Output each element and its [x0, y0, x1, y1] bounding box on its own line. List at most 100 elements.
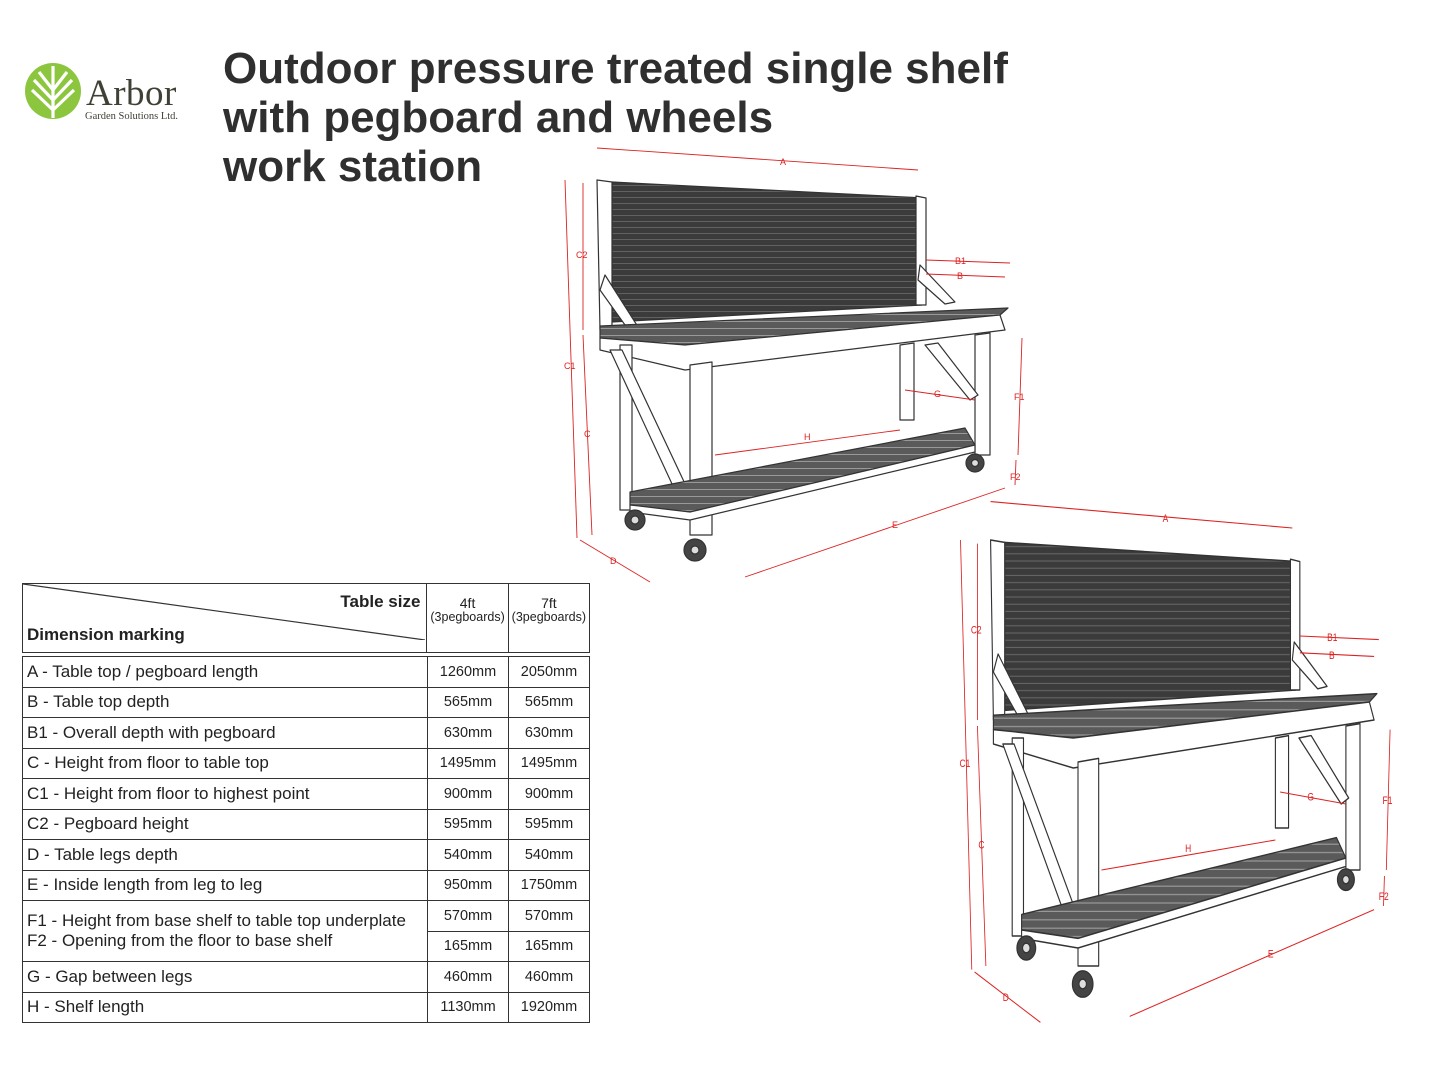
label-h: H: [1185, 843, 1191, 855]
label-c: C: [584, 429, 591, 439]
row-label: H - Shelf length: [22, 991, 428, 1023]
column-7ft: 7ft(3pegboards): [507, 583, 591, 653]
dimension-marking-label: Dimension marking: [27, 625, 185, 644]
value-4ft: 900mm: [427, 778, 509, 810]
logo-wordmark: Arbor: [86, 73, 177, 114]
label-e: E: [1268, 949, 1274, 961]
dimension-table-header: Table size Dimension marking 4ft(3pegboa…: [21, 583, 591, 653]
value-4ft: 950mm: [427, 869, 509, 901]
row-label: G - Gap between legs: [22, 961, 428, 993]
label-g: G: [1307, 791, 1314, 803]
table-row: F1 - Height from base shelf to table top…: [22, 900, 590, 962]
dimension-lines: [564, 147, 1023, 583]
dimension-labels: A B1 B C2 C1 C F1 F2 G H E D: [960, 513, 1393, 1004]
base-shelf: [629, 427, 976, 513]
label-h: H: [804, 432, 811, 442]
label-b1: B1: [955, 256, 966, 266]
value-4ft: 165mm: [427, 930, 509, 962]
value-4ft: 1130mm: [427, 991, 509, 1023]
value-4ft: 540mm: [427, 839, 509, 871]
logo-subtitle: Garden Solutions Ltd.: [85, 111, 179, 122]
value-7ft: 630mm: [508, 717, 590, 749]
table-size-label: Table size: [340, 592, 421, 611]
label-d: D: [610, 556, 617, 566]
value-7ft: 1495mm: [508, 747, 590, 779]
value-4ft: 1495mm: [427, 747, 509, 779]
label-a: A: [1163, 513, 1169, 525]
row-label: D - Table legs depth: [22, 839, 428, 871]
value-4ft: 565mm: [427, 686, 509, 718]
label-f1: F1: [1014, 392, 1025, 402]
label-d: D: [1003, 992, 1009, 1004]
pegboard-post: [596, 179, 613, 331]
label-e: E: [892, 520, 898, 530]
label-b1: B1: [1327, 632, 1337, 644]
row-label: F1 - Height from base shelf to table top…: [27, 911, 406, 930]
size-label: 7ft: [541, 595, 557, 611]
value-4ft: 570mm: [427, 900, 509, 932]
label-f2: F2: [1379, 891, 1389, 903]
page-title: Outdoor pressure treated single shelf wi…: [223, 44, 1008, 191]
leg: [1345, 722, 1361, 871]
row-label: B - Table top depth: [22, 686, 428, 718]
row-label: E - Inside length from leg to leg: [22, 869, 428, 901]
value-7ft: 570mm: [508, 900, 590, 932]
value-4ft: 595mm: [427, 808, 509, 840]
value-4ft: 1260mm: [427, 656, 509, 688]
pegboard: [1004, 541, 1299, 712]
leg: [1274, 734, 1290, 829]
row-label: F2 - Opening from the floor to base shel…: [27, 931, 333, 950]
diagonal-divider: [23, 584, 425, 640]
value-7ft: 2050mm: [508, 656, 590, 688]
value-7ft: 540mm: [508, 839, 590, 871]
title-line: work station: [223, 142, 483, 191]
value-7ft: 1750mm: [508, 869, 590, 901]
label-f2: F2: [1010, 472, 1021, 482]
size-note: (3pegboards): [511, 610, 587, 624]
label-b: B: [957, 271, 963, 281]
value-7ft: 900mm: [508, 778, 590, 810]
label-a: A: [780, 157, 786, 167]
column-4ft: 4ft(3pegboards): [426, 583, 509, 653]
header-diagonal-cell: Table size Dimension marking: [21, 583, 428, 653]
label-f1: F1: [1383, 795, 1393, 807]
pegboard: [611, 181, 925, 323]
label-b: B: [1329, 650, 1335, 662]
leaf-logo-icon: [25, 63, 81, 119]
row-label: C - Height from floor to table top: [22, 747, 428, 779]
size-label: 4ft: [459, 595, 476, 611]
title-line: Outdoor pressure treated single shelf: [223, 44, 1008, 93]
label-c2: C2: [971, 625, 982, 637]
value-7ft: 165mm: [508, 930, 590, 962]
value-7ft: 460mm: [508, 961, 590, 993]
title-line: with pegboard and wheels: [223, 93, 774, 142]
arbor-logo: Arbor Garden Solutions Ltd.: [24, 62, 194, 126]
label-c1: C1: [564, 361, 576, 371]
row-label: B1 - Overall depth with pegboard: [22, 717, 428, 749]
value-7ft: 595mm: [508, 808, 590, 840]
row-label: A - Table top / pegboard length: [22, 656, 428, 688]
row-label-merged: F1 - Height from base shelf to table top…: [22, 900, 428, 962]
size-note: (3pegboards): [430, 610, 505, 624]
pegboard-post: [990, 539, 1006, 721]
base-shelf: [1021, 836, 1347, 940]
bench-drawing: A B1 B C2 C1 C F1 F2 G H E D: [960, 501, 1393, 1023]
leg: [974, 332, 991, 456]
label-c: C: [978, 839, 984, 851]
leg: [899, 342, 915, 421]
row-label: C2 - Pegboard height: [22, 808, 428, 840]
label-g: G: [934, 389, 941, 399]
